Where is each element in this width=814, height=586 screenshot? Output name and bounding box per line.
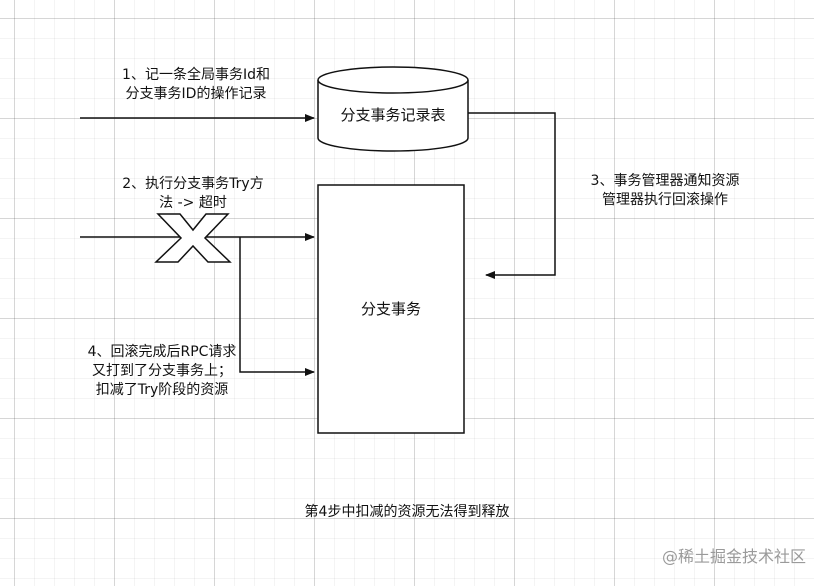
- step4-arrow: [239, 237, 315, 376]
- step3-label: 3、事务管理器通知资源 管理器执行回滚操作: [560, 172, 770, 210]
- step1-label: 1、记一条全局事务Id和 分支事务ID的操作记录: [96, 66, 296, 104]
- step4-label-line3: 扣减了Try阶段的资源: [95, 382, 229, 398]
- step1-label-line2: 分支事务ID的操作记录: [125, 86, 267, 102]
- diagram-caption: 第4步中扣减的资源无法得到释放: [304, 504, 510, 520]
- step1-label-line1: 1、记一条全局事务Id和: [122, 67, 270, 83]
- step4-label-line1: 4、回滚完成后RPC请求: [87, 344, 237, 360]
- timeout-x-icon: [154, 213, 232, 263]
- step2-label: 2、执行分支事务Try方 法 -> 超时: [100, 175, 286, 213]
- record-table-label: 分支事务记录表: [340, 106, 446, 124]
- step4-label-line2: 又打到了分支事务上；: [92, 363, 232, 379]
- watermark-text: @稀土掘金技术社区: [661, 547, 806, 566]
- branch-transaction-label: 分支事务: [360, 300, 421, 318]
- step2-label-line2: 法 -> 超时: [159, 195, 227, 211]
- step3-label-line2: 管理器执行回滚操作: [602, 192, 728, 208]
- step2-label-line1: 2、执行分支事务Try方: [122, 176, 264, 192]
- step3-arrow: [468, 112, 556, 279]
- step4-label: 4、回滚完成后RPC请求 又打到了分支事务上； 扣减了Try阶段的资源: [62, 343, 262, 400]
- step3-label-line1: 3、事务管理器通知资源: [590, 173, 740, 189]
- record-table-cylinder: [317, 66, 469, 152]
- branch-transaction-box: [317, 184, 465, 434]
